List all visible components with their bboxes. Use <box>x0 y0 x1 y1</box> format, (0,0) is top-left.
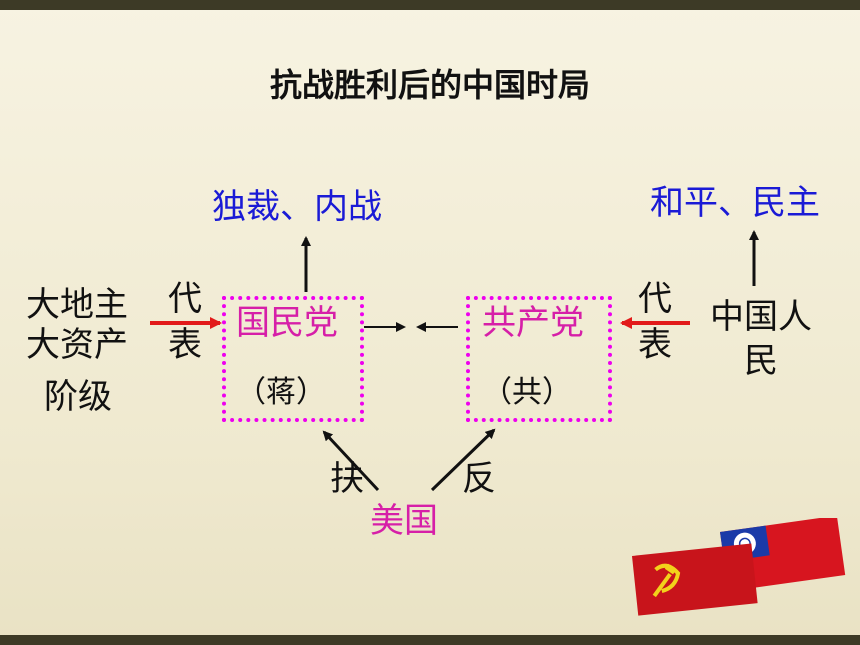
cpc-represent-char2: 表 <box>638 325 672 365</box>
cpc-party-label: 共产党 <box>482 303 584 343</box>
kmt-outcome-label: 独裁、内战 <box>212 187 382 227</box>
kmt-class-line3: 阶级 <box>44 377 112 417</box>
us-oppose-label: 反 <box>462 459 496 499</box>
top-border-bar <box>0 0 860 10</box>
people-line1: 中国人 <box>710 297 812 337</box>
kmt-box <box>222 296 364 422</box>
cpc-outcome-label: 和平、民主 <box>650 183 820 223</box>
cpc-flag-icon <box>632 543 758 616</box>
people-line2: 民 <box>744 341 778 381</box>
us-support-label: 扶 <box>330 459 364 499</box>
kmt-class-line2: 大资产 <box>26 325 128 365</box>
flags-illustration <box>632 518 846 616</box>
kmt-class-line1: 大地主 <box>26 285 128 325</box>
kmt-represent-char1: 代 <box>168 279 202 319</box>
slide-title: 抗战胜利后的中国时局 <box>269 66 590 104</box>
kmt-represent-char2: 表 <box>168 325 202 365</box>
usa-label: 美国 <box>370 501 438 541</box>
kmt-party-label: 国民党 <box>236 303 338 343</box>
us-oppose-arrow <box>430 428 496 492</box>
kmt-leader-label: （蒋） <box>236 375 326 410</box>
bottom-border-bar <box>0 635 860 645</box>
cpc-represent-char1: 代 <box>638 279 672 319</box>
cpc-box <box>466 296 612 422</box>
cpc-leader-label: （共） <box>482 375 572 410</box>
us-support-arrow <box>322 430 380 492</box>
